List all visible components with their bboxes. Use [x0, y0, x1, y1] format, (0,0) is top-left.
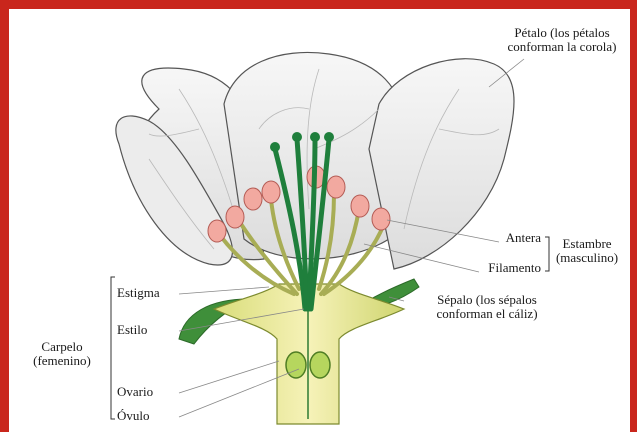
label-carpelo-line2: (femenino) — [15, 354, 109, 368]
label-estigma: Estigma — [117, 286, 160, 300]
flower-anatomy-illustration — [9, 9, 630, 432]
label-petalo: Pétalo (los pétalos conforman la corola) — [487, 26, 630, 54]
label-sepalo-line1: Sépalo (los sépalos — [407, 293, 567, 307]
label-estambre-line1: Estambre — [546, 237, 628, 251]
label-sepalo-line2: conforman el cáliz) — [407, 307, 567, 321]
label-estilo: Estilo — [117, 323, 147, 337]
label-petalo-line2: conforman la corola) — [487, 40, 630, 54]
ovule-right — [310, 352, 330, 378]
label-ovario: Ovario — [117, 385, 153, 399]
label-estambre: Estambre (masculino) — [546, 237, 628, 265]
flower-diagram-canvas: Pétalo (los pétalos conforman la corola)… — [9, 9, 630, 432]
label-ovulo: Óvulo — [117, 409, 150, 423]
label-sepalo: Sépalo (los sépalos conforman el cáliz) — [407, 293, 567, 321]
label-antera: Antera — [469, 231, 541, 245]
label-carpelo-line1: Carpelo — [15, 340, 109, 354]
label-carpelo: Carpelo (femenino) — [15, 340, 109, 368]
label-estambre-line2: (masculino) — [546, 251, 628, 265]
label-petalo-line1: Pétalo (los pétalos — [487, 26, 630, 40]
carpelo-bracket — [111, 277, 115, 419]
label-filamento: Filamento — [439, 261, 541, 275]
ovule-left — [286, 352, 306, 378]
